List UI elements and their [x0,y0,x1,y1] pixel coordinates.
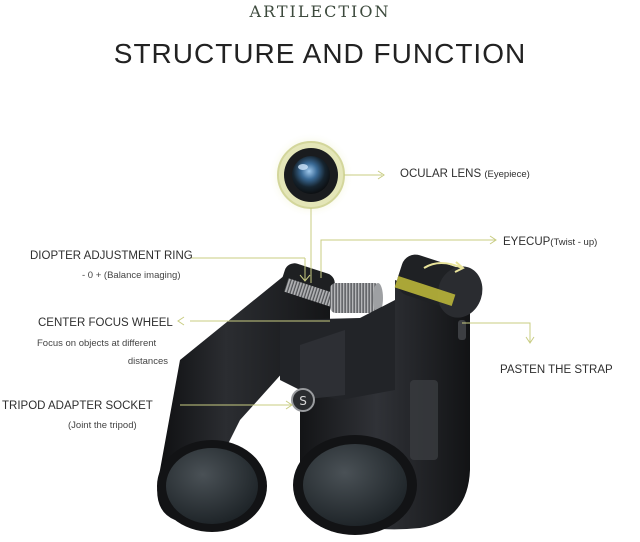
eyecup-title: EYECUP [503,236,550,248]
ocular-lens-label: OCULAR LENS (Eyepiece) [400,168,530,180]
svg-text:S: S [299,394,307,408]
ocular-lens-title: OCULAR LENS [400,168,481,180]
eyecup-note: (Twist - up) [550,237,597,248]
focus-wheel-note-2: distances [110,356,168,367]
focus-wheel-title: CENTER FOCUS WHEEL [38,317,173,329]
diopter-ring-title: DIOPTER ADJUSTMENT RING [30,250,193,262]
focus-wheel-note-1: Focus on objects at different [37,338,156,349]
tripod-socket-title: TRIPOD ADAPTER SOCKET [2,400,153,412]
eyecup-label: EYECUP(Twist - up) [503,236,597,248]
tripod-socket-note: (Joint the tripod) [68,420,137,431]
diopter-ring-note: - 0 + (Balance imaging) [82,270,180,281]
ocular-lens-note: (Eyepiece) [484,169,529,180]
strap-label: PASTEN THE STRAP [500,364,613,376]
